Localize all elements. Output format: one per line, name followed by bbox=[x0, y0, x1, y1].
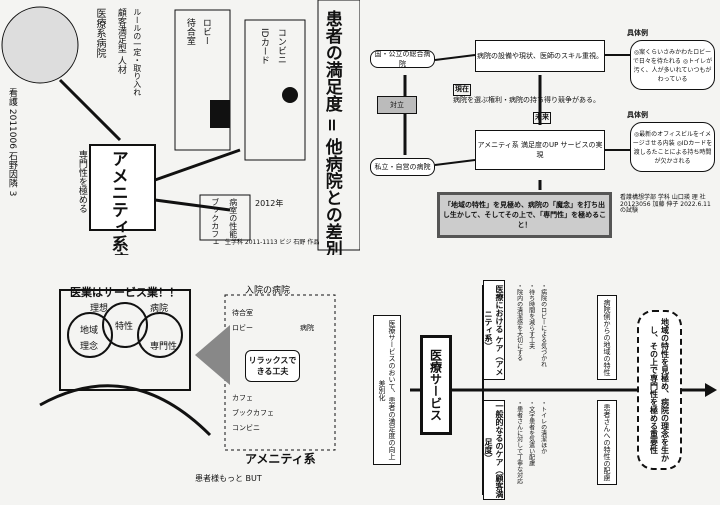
q2-conclusion: 「地域の特性」を見極め、病院の「魔念」を打ち出し生かして、そしてその上で、「専門… bbox=[437, 192, 612, 238]
q4-right-note-bottom: 患者さんへの特性の配慮 bbox=[597, 400, 617, 485]
q1-footer: 生学科 2011-1113 ビジ 石野 作品 bbox=[225, 239, 320, 246]
q4-care-top-title: 医療における ケア（アメニティ系） bbox=[483, 280, 505, 380]
q1-line-2 bbox=[154, 198, 231, 212]
q1-cup-icon bbox=[282, 87, 298, 103]
q3-title: 医業はサービス業！！ bbox=[70, 286, 180, 299]
q1-line-3 bbox=[58, 78, 122, 142]
q3-list-0: 待合室 bbox=[232, 309, 253, 317]
quadrant-bottom-right: 医療サービス 医療サービスのおいて、患者の満足度の向上 差別化 医療における ケ… bbox=[365, 265, 720, 505]
q3-circle-2 bbox=[102, 302, 148, 348]
q2-ex-label-1: 具体例 bbox=[627, 29, 648, 37]
q3-philosophy: 理念 bbox=[80, 342, 99, 352]
q1-amenity-box bbox=[89, 144, 156, 231]
q3-frame bbox=[59, 289, 191, 391]
q3-circle-1 bbox=[67, 312, 113, 358]
q3-specialty: 専門性 bbox=[150, 342, 178, 352]
q3-curve bbox=[39, 384, 212, 437]
q1-item-4: ブックカフェ bbox=[210, 198, 220, 246]
q1-door-icon bbox=[210, 100, 230, 128]
q4-care-top-item-0: ・院内の清潔感を大切にする bbox=[515, 283, 523, 361]
q3-circle-3 bbox=[137, 312, 183, 358]
quadrant-bottom-left: 医業はサービス業！！ 入院の病院 理想 病院 地域 特性 理念 専門性 リラック… bbox=[0, 265, 360, 505]
q3-list-2: 病院 bbox=[300, 324, 314, 332]
q3-relax: リラックスできる工夫 bbox=[245, 350, 300, 382]
q4-care-bottom-item-1: ・文字患者を気遣い配慮 bbox=[527, 400, 535, 466]
q3-list-5: コンビニ bbox=[232, 424, 260, 432]
q1-caption: 患者の満足度 = 他病院との差別化 bbox=[321, 10, 342, 255]
q2-private-box: 私立・自営の病院 bbox=[370, 158, 435, 176]
q2-present-label: 現在 bbox=[453, 84, 471, 96]
q2-ex2: ◎最新のオフィスビルをイメージさせる内装 ◎IDカードを渡しるたことによる持ち時… bbox=[630, 122, 715, 172]
q3-area: 地域 bbox=[80, 326, 99, 336]
q4-care-top-item-1: ・待ち時間を減らす工夫 bbox=[527, 283, 535, 349]
q1-medical: 医療系病院 bbox=[94, 8, 105, 58]
q2-arrows bbox=[403, 54, 630, 190]
q2-arrow-top bbox=[434, 54, 476, 61]
q1-drawing bbox=[1, 0, 360, 251]
q3-drawing bbox=[39, 289, 336, 451]
q1-customer: 顧客満足型 人材 bbox=[115, 8, 126, 74]
q3-arrow bbox=[195, 325, 230, 385]
q2-future-label: 未来 bbox=[533, 112, 551, 124]
q1-amenity: アメニティ系病院 bbox=[107, 150, 128, 255]
q1-box-c bbox=[199, 194, 251, 241]
q1-line-1 bbox=[154, 148, 241, 182]
q4-final: 地域の特性を見極め、病院の理念を生かし、その上で専門性を極める重要性 bbox=[637, 310, 682, 470]
q2-arrow-bottom bbox=[434, 159, 476, 166]
q1-item-0: 待合室 bbox=[184, 18, 195, 45]
q1-flow: 2012年 bbox=[255, 199, 284, 208]
q3-amenity: アメニティ系 bbox=[245, 452, 316, 466]
q1-box-b bbox=[244, 19, 306, 161]
quadrant-top-right: 国・公立の総合病院 対立 私立・自営の病院 病院の設備や現状、医師のスキル重視。… bbox=[365, 0, 720, 255]
q2-ex-label-2: 具体例 bbox=[627, 111, 648, 119]
q4-service: 医療サービス bbox=[420, 335, 452, 435]
q3-list-4: ブックカフェ bbox=[232, 409, 274, 417]
q1-item-1: ロビー bbox=[200, 18, 211, 45]
q1-box-a bbox=[174, 9, 231, 151]
q4-care-bottom-item-0: ・患者さんに対して丁寧な対応 bbox=[515, 400, 523, 484]
q2-ex1: ◎案くらいさみかわたロビーで日々を待たれる ◎トイレが汚く、人が多いれていつもが… bbox=[630, 40, 715, 90]
q1-item-3: コンビニ bbox=[275, 28, 286, 64]
q1-caption-frame bbox=[317, 0, 360, 251]
quadrant-top-left: 患者の満足度 = 他病院との差別化 看護 2011006 石野因隣 3 アメニテ… bbox=[0, 0, 360, 255]
q3-bottom: 患者様もっと BUT bbox=[195, 474, 262, 483]
q4-left-note: 医療サービスのおいて、患者の満足度の向上 差別化 bbox=[373, 315, 401, 465]
q1-item-5: 病室の性能 bbox=[228, 198, 238, 238]
q4-care-top-item-2: ・病院のロビーによる気づかれ bbox=[539, 283, 547, 367]
q1-side-note: 看護 2011006 石野因隣 3 bbox=[6, 88, 17, 197]
q2-confront: 対立 bbox=[377, 96, 417, 114]
q3-list-1: ロビー bbox=[232, 324, 253, 332]
q1-rules: ルールの一定・取り入れ bbox=[132, 8, 142, 96]
q3-feature: 特性 bbox=[115, 322, 134, 332]
q1-bottom: 専門性を極める bbox=[76, 150, 87, 213]
q4-right-note-top: 病院側からの地域の特性 bbox=[597, 295, 617, 380]
q2-public-box: 国・公立の総合病院 bbox=[370, 50, 435, 68]
q2-present: 病院を選ぶ権利・病院の持ち得り競争がある。 bbox=[453, 96, 600, 104]
q2-note: 看護構想学部 学科 山口瑛 理 社 20123056 加藤 伸子 2022.6.… bbox=[620, 194, 711, 215]
q1-item-2: IDカード bbox=[258, 28, 269, 65]
q3-ideal: 理想 bbox=[90, 304, 109, 314]
q3-subtitle: 入院の病院 bbox=[245, 286, 291, 296]
q4-care-bottom-item-2: ・トイレの清潔ほか bbox=[539, 400, 547, 454]
q3-list-3: カフェ bbox=[232, 394, 253, 402]
q3-hospital: 病院 bbox=[150, 304, 169, 314]
q4-axis-head bbox=[705, 383, 717, 397]
q4-care-bottom-title: 一般的なるのケア（顧客満足度） bbox=[483, 400, 505, 500]
q2-center: アメニティ系 満足度のUP サービスの実現 bbox=[475, 130, 605, 170]
q1-cloud bbox=[1, 6, 79, 84]
q2-mid-top: 病院の設備や現状、医師のスキル重視。 bbox=[475, 40, 605, 72]
